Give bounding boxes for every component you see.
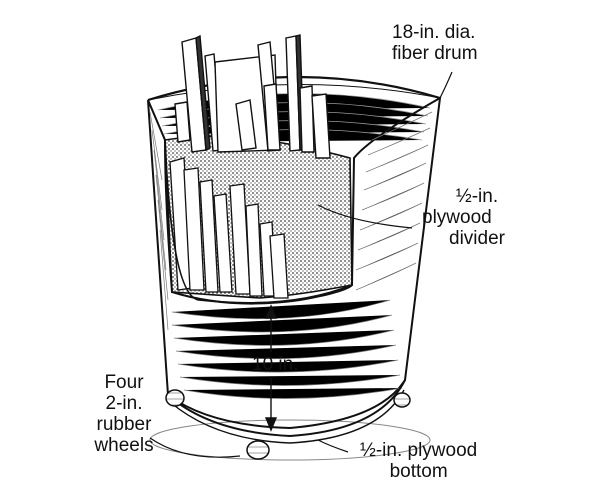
leader-drum	[439, 71, 453, 99]
label-wheels-line1: Four	[104, 372, 144, 393]
wheel-left	[165, 389, 185, 407]
label-wheels-line2: 2-in.	[105, 393, 143, 414]
label-fiber-drum: 18-in. dia. fiber drum	[392, 22, 478, 64]
label-bottom-line2: bottom	[389, 461, 448, 482]
rubber-wheels	[165, 389, 411, 460]
label-bottom-line1: ½-in. plywood	[360, 440, 478, 461]
label-divider-line1: ½-in.	[455, 186, 499, 207]
wheel-right	[393, 392, 411, 408]
drum-wall-hatching	[149, 111, 433, 399]
floor-shadow	[149, 419, 431, 461]
lumber-sticks-front	[169, 157, 289, 299]
leader-lines	[149, 71, 453, 458]
label-wheels-line4: wheels	[94, 435, 154, 456]
label-fiber-drum-line2: fiber drum	[392, 43, 478, 64]
label-divider-line3: divider	[449, 228, 505, 249]
drum-front-wall	[147, 96, 442, 430]
label-height: 10 in.	[252, 354, 298, 375]
label-plywood-divider: ½-in. plywood divider	[422, 186, 532, 249]
label-fiber-drum-line1: 18-in. dia.	[392, 22, 476, 43]
label-wheels-line3: rubber	[96, 414, 152, 435]
label-height-text: 10 in.	[252, 354, 299, 375]
leader-bottom	[317, 439, 349, 453]
height-dimension-arrow	[264, 304, 278, 432]
label-rubber-wheels: Four 2-in. rubber wheels	[84, 372, 164, 456]
leader-divider	[317, 204, 413, 229]
leader-wheels	[149, 437, 241, 458]
label-divider-line2: plywood	[422, 207, 492, 228]
drum-cutout-edge	[164, 139, 353, 304]
plywood-bottom	[167, 379, 406, 438]
lumber-sticks-back	[174, 34, 331, 159]
label-plywood-bottom: ½-in. plywood bottom	[360, 440, 477, 482]
wheel-front	[246, 440, 270, 460]
